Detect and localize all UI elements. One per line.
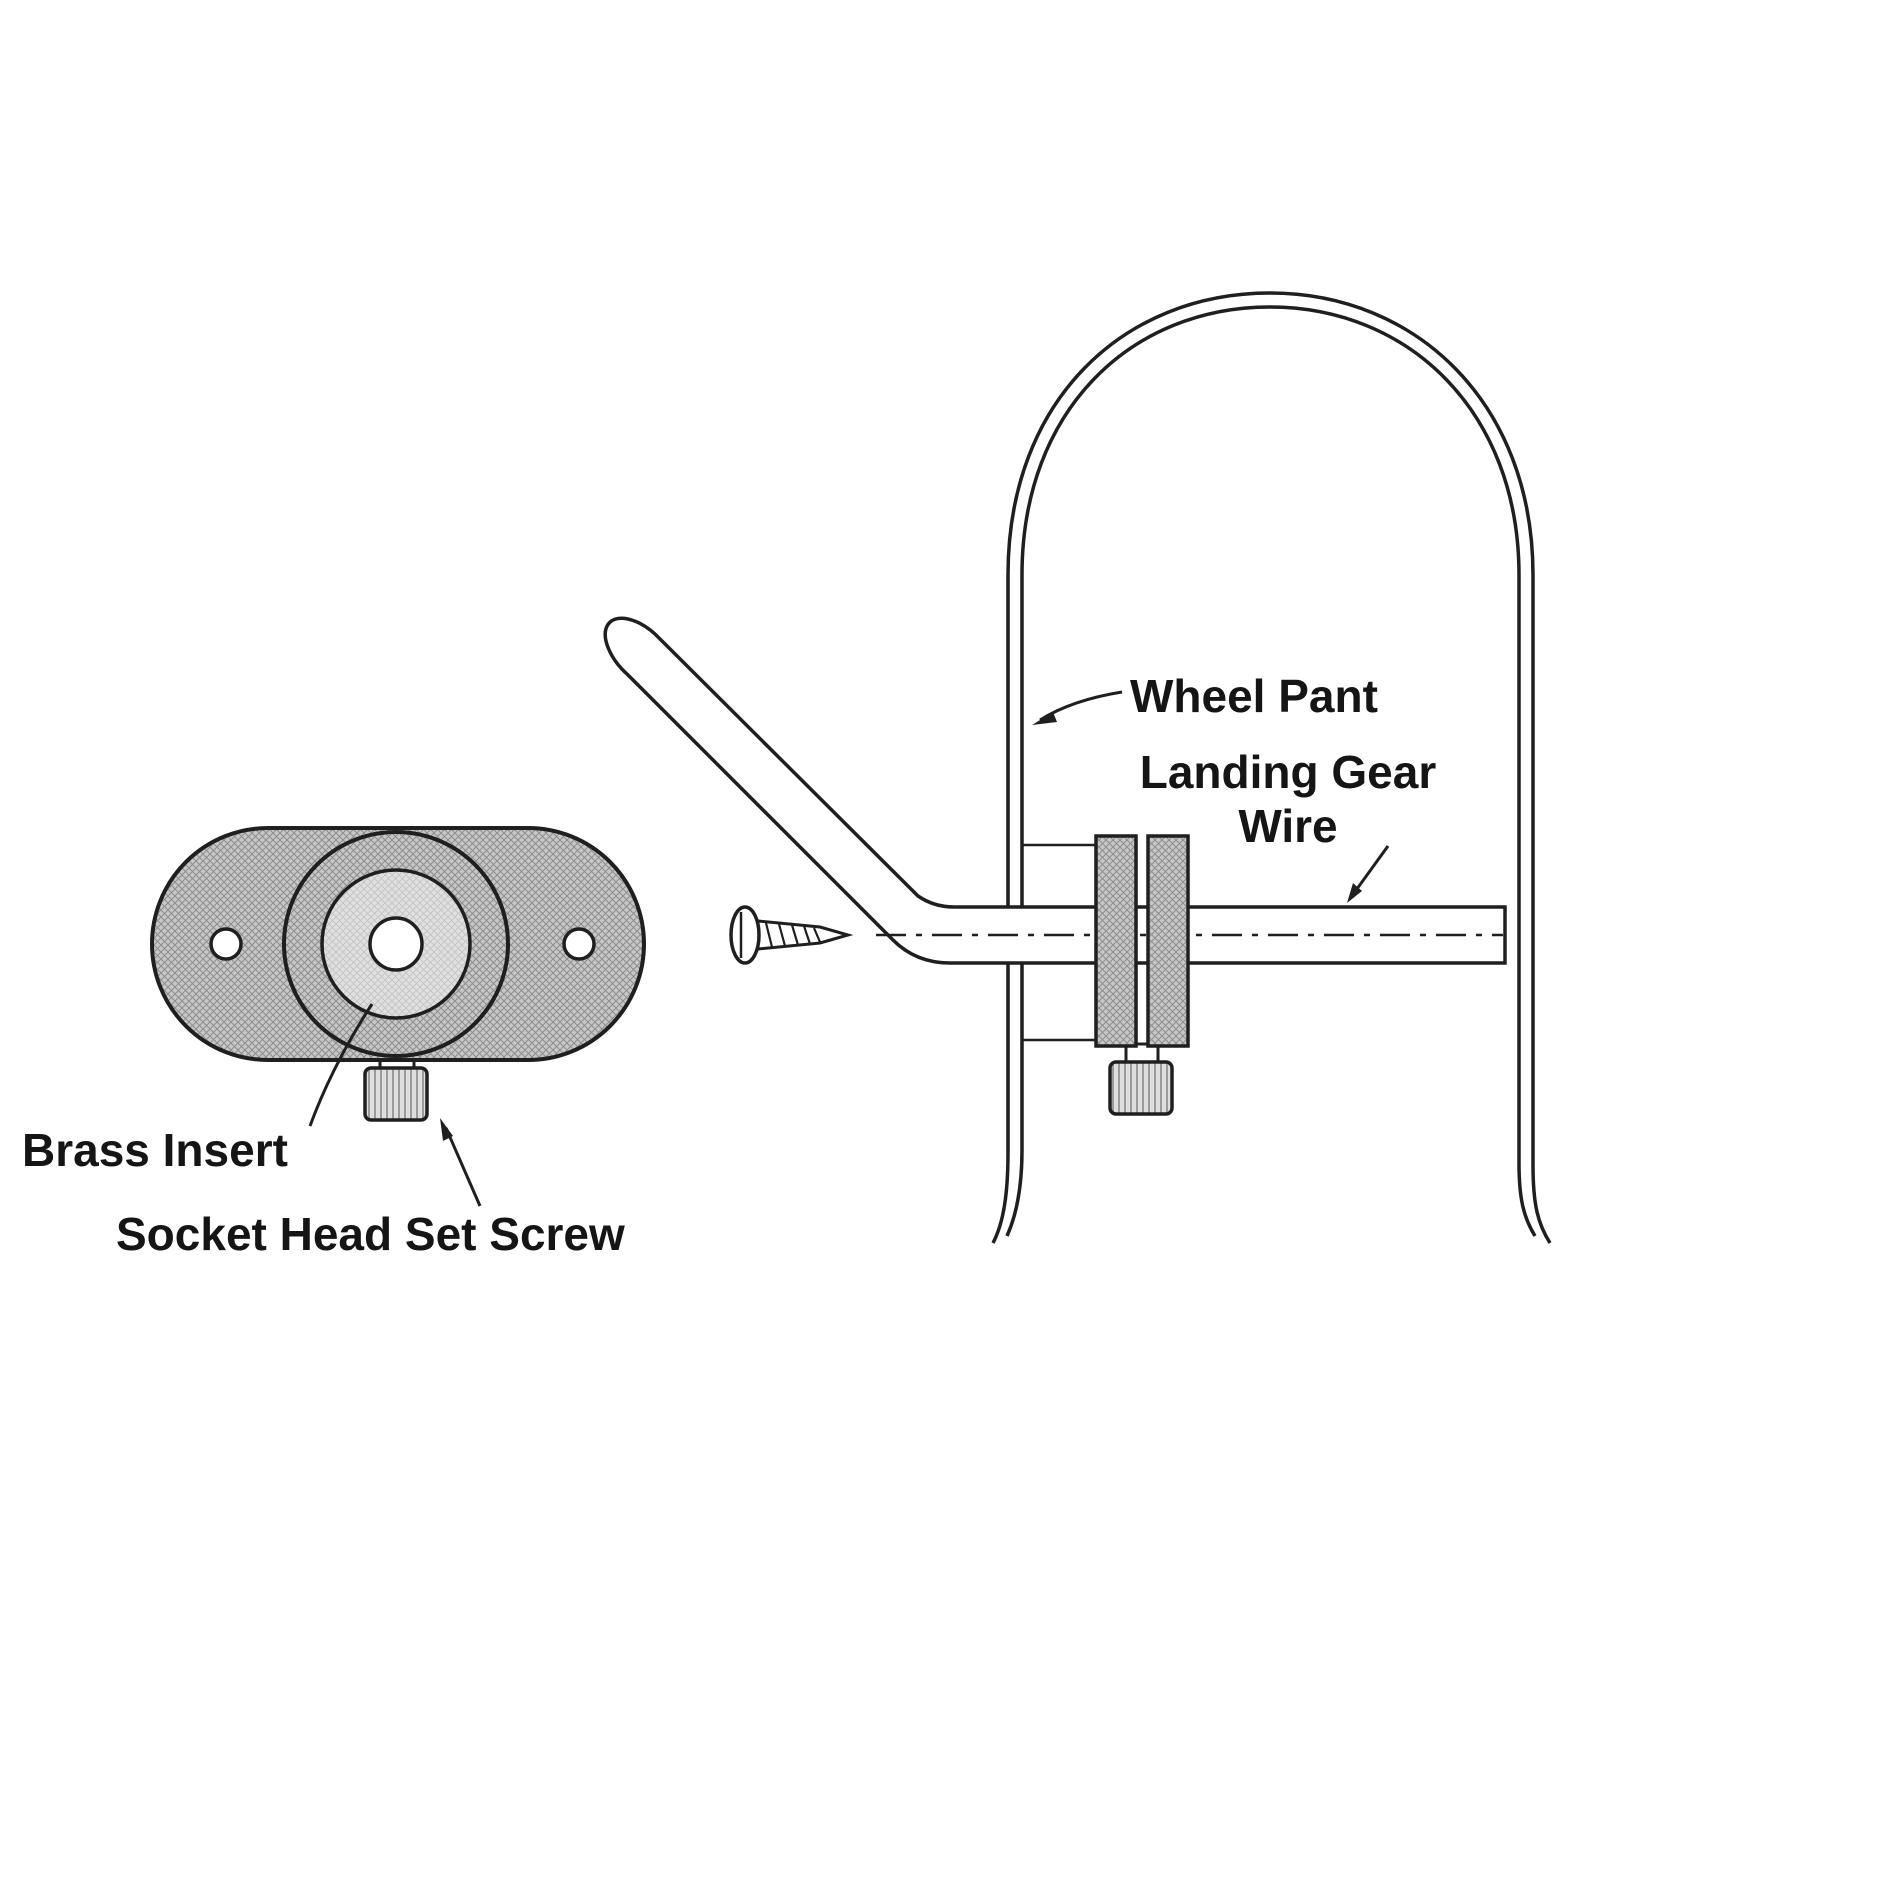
landing-gear-wire: [603, 616, 1507, 965]
labels: Brass Insert Socket Head Set Screw Wheel…: [22, 670, 1436, 1260]
wood-screw-head: [729, 905, 761, 965]
wheel-pant-label: Wheel Pant: [1130, 670, 1378, 722]
landing-gear-leader: [1352, 845, 1390, 894]
landing-gear-wire-group: [603, 616, 1507, 965]
socket-head-arrowhead: [440, 1118, 453, 1141]
wood-screw-threads: [764, 922, 822, 948]
clamp-block-assembly: [1023, 834, 1190, 1116]
leader-lines: [308, 690, 1390, 1207]
landing-gear-arrowhead: [1347, 883, 1362, 903]
wheel-pant-outline-inner: [1005, 305, 1537, 1237]
wheel-pant-arrowhead: [1032, 712, 1057, 725]
clamp-block-right-half: [1146, 834, 1190, 1048]
socket-head-leader: [444, 1127, 482, 1207]
set-screw-knob-left: [363, 1066, 429, 1122]
mount-hole-right: [562, 927, 596, 961]
clamp-block-left-half: [1094, 834, 1138, 1048]
wire-hole: [368, 916, 424, 972]
brass-insert-label: Brass Insert: [22, 1124, 288, 1176]
wood-screw: [729, 905, 854, 965]
landing-gear-label-line2: Wire: [1238, 800, 1337, 852]
brass-insert-assembly: [150, 826, 646, 1122]
brass-insert-leader: [308, 1003, 374, 1127]
socket-head-set-screw-label: Socket Head Set Screw: [116, 1208, 625, 1260]
set-screw-knob-right: [1108, 1060, 1174, 1116]
landing-gear-label-line1: Landing Gear: [1140, 746, 1437, 798]
mount-hole-left: [209, 927, 243, 961]
